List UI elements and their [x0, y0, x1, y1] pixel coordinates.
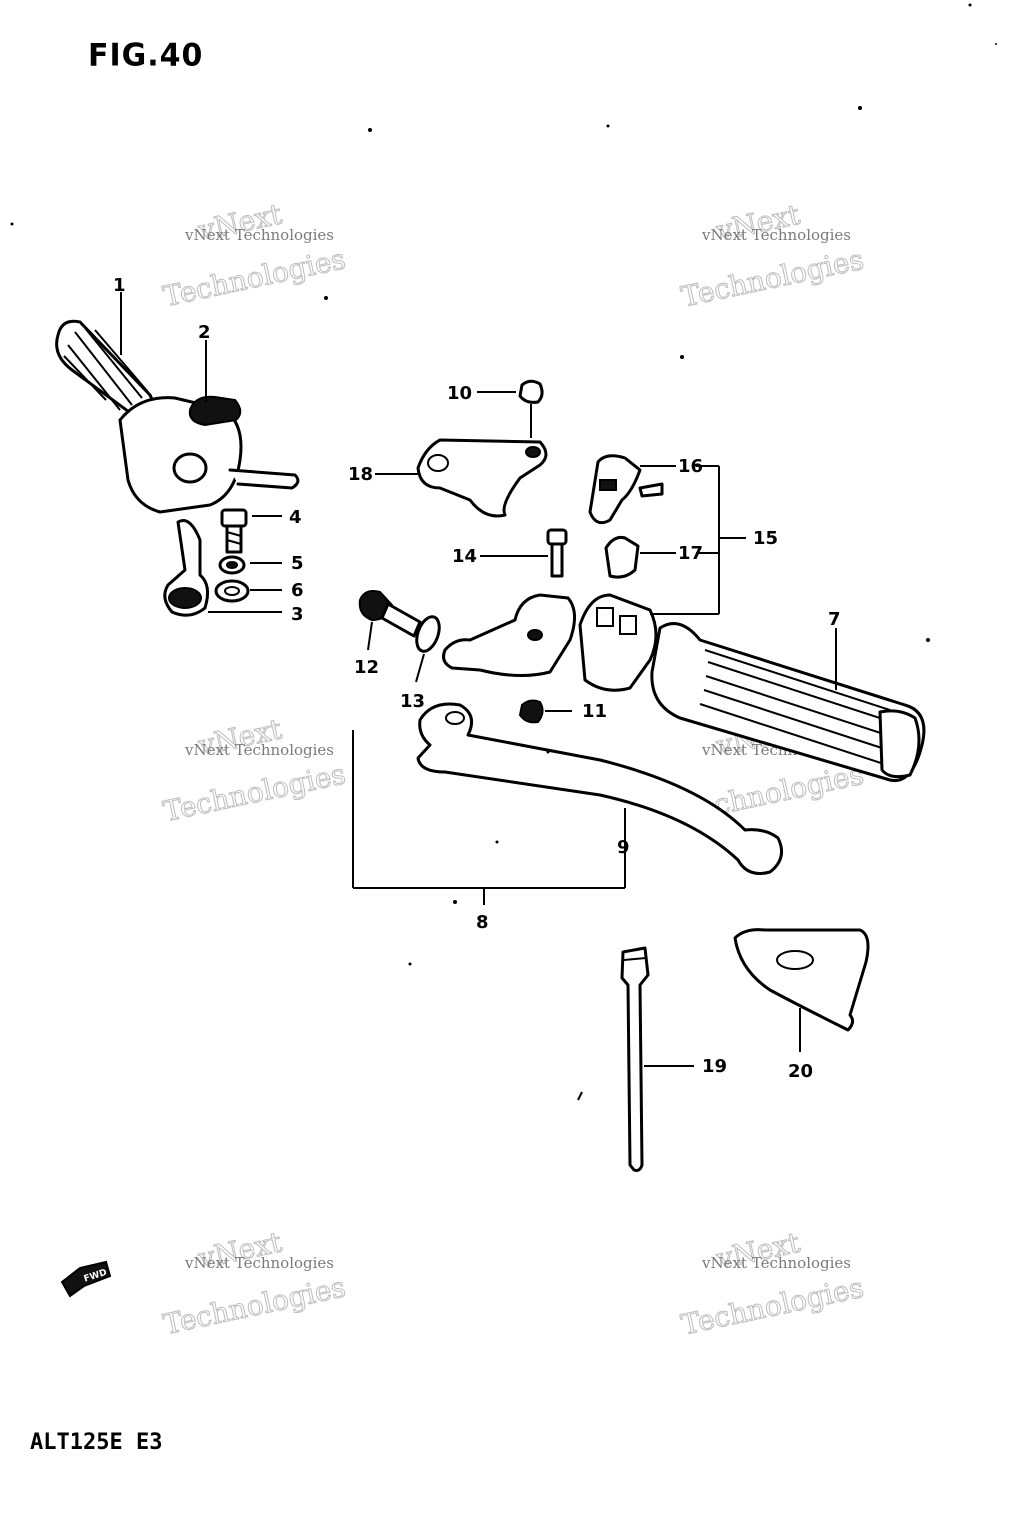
watermark-top-left: vNext vNext Technologies Technologies — [160, 197, 349, 314]
callout-20: 20 — [788, 1061, 813, 1082]
part-20-lever-cover — [733, 928, 870, 1032]
part-4-bolt — [220, 508, 248, 554]
callout-17: 17 — [678, 543, 703, 564]
svg-text:vNext Technologies: vNext Technologies — [701, 1254, 851, 1272]
callout-12: 12 — [354, 657, 379, 678]
callout-9: 9 — [617, 837, 630, 858]
part-5-washer — [218, 555, 246, 575]
lever-holder-lower — [442, 593, 576, 678]
watermark-top-right: vNext vNext Technologies Technologies — [678, 197, 867, 314]
part-13-locknut — [415, 615, 441, 653]
callout-19: 19 — [702, 1056, 727, 1077]
fwd-arrow-icon: FWD — [60, 1260, 112, 1298]
part-2-adjuster-knob — [188, 395, 242, 427]
svg-text:vNext Technologies: vNext Technologies — [184, 226, 334, 244]
watermark-bottom-left: vNext vNext Technologies Technologies — [160, 1225, 349, 1342]
part-14-bolt — [546, 528, 568, 578]
callout-3: 3 — [291, 604, 304, 625]
figure-title: FIG.40 — [88, 37, 204, 74]
svg-text:Technologies: Technologies — [160, 1270, 348, 1341]
model-code: ALT125E E3 — [30, 1430, 163, 1455]
part-9-clutch-lever — [416, 702, 784, 875]
callout-5: 5 — [291, 553, 304, 574]
part-6-nut — [214, 579, 250, 603]
svg-text:vNext Technologies: vNext Technologies — [184, 1254, 334, 1272]
svg-text:Technologies: Technologies — [160, 757, 348, 828]
part-18-lever-holder-upper — [416, 438, 548, 518]
part-10-screw — [518, 379, 544, 420]
svg-text:Technologies: Technologies — [678, 1271, 866, 1342]
svg-text:vNext Technologies: vNext Technologies — [701, 226, 851, 244]
part-11-nut — [518, 699, 544, 724]
watermark-mid-left: vNext vNext Technologies Technologies — [160, 712, 349, 829]
callout-8: 8 — [476, 912, 489, 933]
callout-18: 18 — [348, 464, 373, 485]
callout-labels: 1 2 3 4 5 6 7 8 9 10 11 12 13 14 15 16 1… — [113, 275, 841, 1082]
part-7-right-grip — [650, 622, 926, 783]
callout-13: 13 — [400, 691, 425, 712]
part-19-cable-tie — [620, 946, 650, 1172]
callout-15: 15 — [753, 528, 778, 549]
svg-text:Technologies: Technologies — [160, 242, 348, 313]
callout-11: 11 — [582, 701, 607, 722]
callout-6: 6 — [291, 580, 304, 601]
part-16-switch-lever — [588, 454, 664, 525]
callout-1: 1 — [113, 275, 126, 296]
callout-2: 2 — [198, 322, 211, 343]
callout-10: 10 — [447, 383, 472, 404]
leader-lines — [120, 292, 837, 1067]
callout-16: 16 — [678, 456, 703, 477]
part-17-switch-button — [604, 536, 640, 579]
watermark-bottom-right: vNext vNext Technologies Technologies — [678, 1225, 867, 1342]
part-3-pivot-lever — [163, 519, 210, 617]
part-12-adjuster — [358, 590, 422, 638]
callout-4: 4 — [289, 507, 302, 528]
scan-speckles — [10, 3, 997, 1101]
part-15-switch-housing — [578, 593, 658, 692]
svg-text:Technologies: Technologies — [678, 243, 866, 314]
svg-text:vNext Technologies: vNext Technologies — [184, 741, 334, 759]
callout-7: 7 — [828, 609, 841, 630]
part-1-throttle-housing — [118, 396, 300, 514]
callout-14: 14 — [452, 546, 477, 567]
